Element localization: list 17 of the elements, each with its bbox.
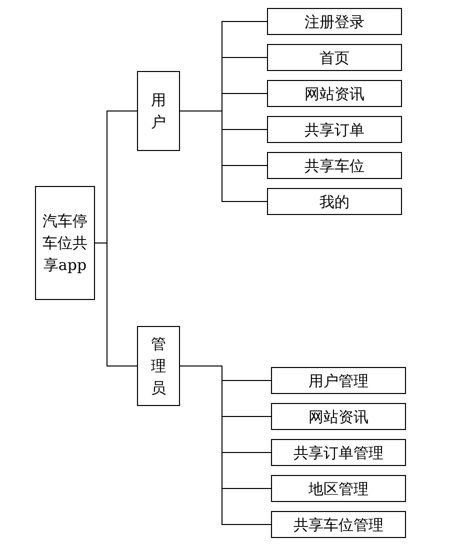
module-box: 管理员 <box>137 326 180 406</box>
module-box: 共享订单 <box>267 116 402 143</box>
module-box: 首页 <box>267 44 402 71</box>
module-box: 用户 <box>137 71 180 151</box>
module-box: 地区管理 <box>271 475 406 502</box>
module-box: 网站资讯 <box>271 403 406 430</box>
module-box: 网站资讯 <box>267 80 402 107</box>
module-box: 我的 <box>267 188 402 215</box>
module-box: 汽车停车位共享app <box>35 186 95 300</box>
module-box: 共享订单管理 <box>271 439 406 466</box>
module-box: 用户管理 <box>271 367 406 394</box>
module-box: 注册登录 <box>267 8 402 35</box>
module-box: 共享车位 <box>267 152 402 179</box>
connector-line <box>94 242 138 366</box>
connector-line <box>180 110 268 202</box>
connector-line <box>180 366 272 525</box>
module-box: 共享车位管理 <box>271 511 406 538</box>
